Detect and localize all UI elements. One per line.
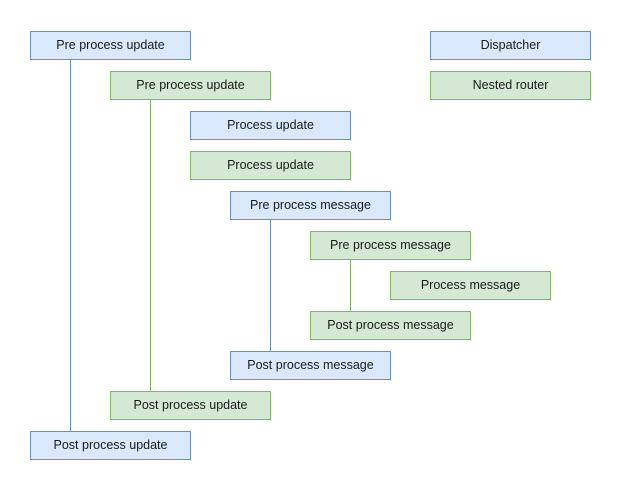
node-label: Post process update <box>133 398 248 413</box>
node-label: Post process message <box>327 318 454 333</box>
node-box-n5[interactable]: Pre process message <box>230 191 391 220</box>
connector-n2-to-n10 <box>150 100 151 391</box>
node-label: Process update <box>227 158 314 173</box>
connector-n1-to-n11 <box>70 60 71 431</box>
legend-item-dispatcher[interactable]: Dispatcher <box>430 31 591 60</box>
node-box-n3[interactable]: Process update <box>190 111 351 140</box>
node-label: Post process message <box>247 358 374 373</box>
node-label: Pre process update <box>56 38 165 53</box>
node-box-n1[interactable]: Pre process update <box>30 31 191 60</box>
legend-item-router[interactable]: Nested router <box>430 71 591 100</box>
node-box-n10[interactable]: Post process update <box>110 391 271 420</box>
node-label: Pre process message <box>330 238 451 253</box>
node-box-n8[interactable]: Post process message <box>310 311 471 340</box>
connector-n6-to-n8 <box>350 260 351 311</box>
node-label: Pre process update <box>136 78 245 93</box>
node-box-n11[interactable]: Post process update <box>30 431 191 460</box>
legend-item-label: Nested router <box>472 78 549 93</box>
node-label: Process update <box>227 118 314 133</box>
node-box-n2[interactable]: Pre process update <box>110 71 271 100</box>
legend-item-label: Dispatcher <box>480 38 541 53</box>
node-box-n4[interactable]: Process update <box>190 151 351 180</box>
node-label: Pre process message <box>250 198 371 213</box>
node-label: Process message <box>420 278 521 293</box>
node-label: Post process update <box>53 438 168 453</box>
node-box-n9[interactable]: Post process message <box>230 351 391 380</box>
node-box-n6[interactable]: Pre process message <box>310 231 471 260</box>
node-box-n7[interactable]: Process message <box>390 271 551 300</box>
connector-n5-to-n9 <box>270 220 271 351</box>
